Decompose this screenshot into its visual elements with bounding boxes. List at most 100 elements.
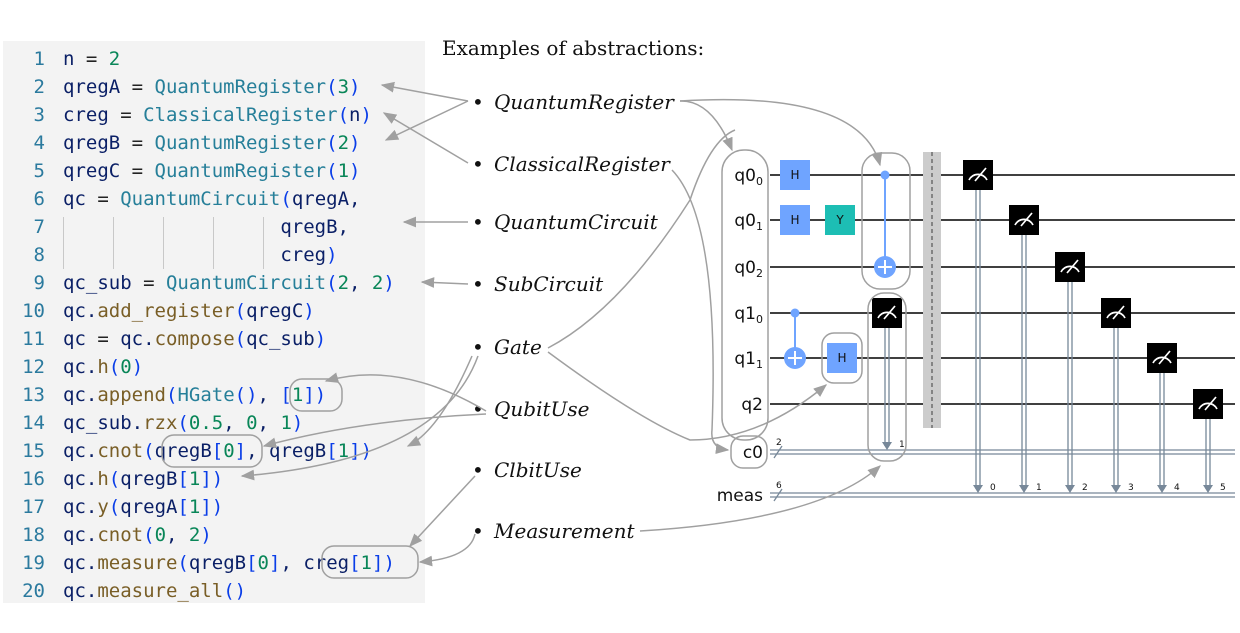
code-token: qc_sub	[246, 328, 315, 350]
classical-label: meas	[717, 486, 763, 506]
code-token: qc_sub	[63, 412, 132, 434]
wire-label: q01	[734, 211, 763, 233]
meter-needle-icon	[1066, 259, 1079, 274]
arrow-qubituse-line13	[324, 372, 487, 412]
code-token: qregB	[269, 440, 327, 462]
code-token: .	[85, 496, 98, 518]
code-token: )	[349, 132, 361, 154]
code-token: qregC	[63, 160, 121, 182]
code-text: qc.cnot(qregB[0], qregB[1])	[63, 438, 372, 465]
code-token: h	[97, 356, 109, 378]
code-text: creg = ClassicalRegister(n)	[63, 102, 372, 129]
code-token: ,	[337, 216, 349, 238]
meter-needle-icon	[1158, 350, 1171, 365]
code-token: ,	[257, 412, 281, 434]
code-text: qc.h(0)	[63, 354, 143, 381]
code-text: creg)	[63, 242, 337, 269]
code-token: n	[349, 104, 361, 126]
bullet-icon: •	[472, 335, 484, 359]
code-token: )	[360, 104, 372, 126]
abstraction-item: •SubCircuit	[472, 270, 603, 298]
measure-arrow	[1019, 485, 1029, 493]
code-token: 1	[188, 468, 201, 490]
code-token: ])	[303, 384, 327, 406]
abstraction-label: Gate	[494, 335, 542, 359]
meter-arc-icon	[877, 311, 897, 319]
code-token: 1	[291, 384, 304, 406]
code-token: ,	[280, 552, 304, 574]
meter-needle-icon	[883, 305, 896, 320]
line-number: 17	[22, 496, 45, 518]
code-token: 2	[337, 132, 350, 154]
cnot-control-dot	[790, 308, 800, 318]
code-text: qc_sub.rzx(0.5, 0, 1)	[63, 410, 303, 437]
code-token: .	[85, 468, 98, 490]
code-token: ,	[166, 524, 189, 546]
code-token: n	[63, 48, 75, 70]
bit-index-label: 5	[1220, 483, 1226, 493]
code-text: qc.h(qregB[1])	[63, 466, 223, 493]
code-token: QuantumCircuit	[120, 188, 281, 210]
bus-width-label: 6	[776, 481, 782, 491]
arrow-classicalregister-circuit	[671, 169, 730, 455]
h-gate	[780, 160, 810, 190]
code-token: qregB	[154, 440, 212, 462]
line-number: 3	[33, 104, 45, 126]
bus-slash	[773, 445, 783, 459]
indent-guide	[213, 217, 214, 269]
code-text: qregA = QuantumRegister(3)	[63, 74, 360, 101]
bit-index-label: 2	[1082, 483, 1088, 493]
h-gate-label: H	[790, 213, 799, 227]
abstraction-label: ClbitUse	[494, 458, 582, 482]
code-token: 3	[337, 76, 350, 98]
code-text: n = 2	[63, 46, 120, 73]
code-text: qc.measure_all()	[63, 578, 246, 605]
code-text: qc.measure(qregB[0], creg[1])	[63, 550, 395, 577]
code-token: 1	[280, 412, 292, 434]
cnot-control-dot	[880, 170, 890, 180]
code-text: qregB,	[63, 214, 349, 241]
h-gate-label: H	[790, 168, 799, 182]
code-token: rzx	[143, 412, 178, 434]
wire-label-sub: 1	[756, 358, 763, 371]
code-text: qregB = QuantumRegister(2)	[63, 130, 360, 157]
code-token: 2	[188, 524, 201, 546]
code-token: qc	[63, 468, 86, 490]
figure-title: Examples of abstractions:	[442, 36, 705, 60]
code-token: .	[85, 356, 98, 378]
wire-label-sub: 1	[756, 220, 763, 233]
line-number: 14	[22, 412, 45, 434]
code-token: ()	[234, 384, 258, 406]
meter-needle-icon	[1204, 396, 1217, 411]
line-number: 20	[22, 580, 45, 602]
code-token: creg	[63, 104, 109, 126]
code-token: qc	[63, 188, 86, 210]
code-token: 0	[246, 412, 258, 434]
measure-arrow	[1203, 485, 1213, 493]
meter-arc-icon	[1014, 218, 1034, 226]
meter-arc-icon	[968, 173, 988, 181]
code-token: =	[74, 48, 109, 70]
indent-guide	[163, 217, 164, 269]
wire-label-base: q0	[734, 166, 756, 186]
code-token: )	[200, 524, 212, 546]
code-token: 0	[223, 440, 235, 462]
code-token: )	[314, 328, 327, 350]
highlight-loop	[861, 152, 911, 290]
code-token: 1	[188, 496, 201, 518]
code-token: qc	[63, 300, 86, 322]
code-token: QuantumCircuit	[165, 272, 327, 294]
code-token: creg	[280, 244, 327, 266]
abstraction-item: •ClbitUse	[472, 456, 582, 484]
arrow-clbituse-line19	[409, 475, 476, 547]
abstraction-item: •QubitUse	[472, 395, 589, 423]
code-token: qregB	[120, 468, 178, 490]
code-token: qc	[63, 524, 86, 546]
wire-label-base: q0	[734, 211, 756, 231]
code-token: qregA	[291, 188, 350, 210]
code-token: qc	[63, 496, 86, 518]
arrow-measurement-line19	[418, 533, 476, 567]
classical-label: c0	[743, 443, 763, 463]
code-token: )	[383, 272, 395, 294]
